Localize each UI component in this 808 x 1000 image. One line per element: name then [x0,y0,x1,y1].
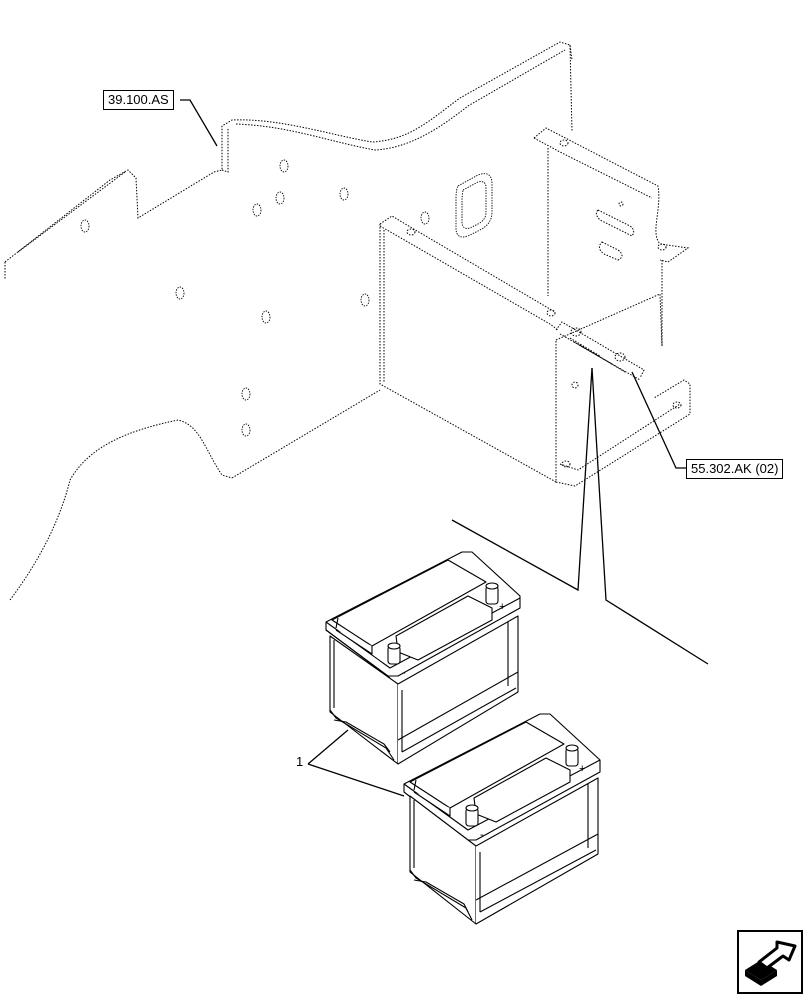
terminal-symbols: + - + - [402,601,585,841]
battery-lower [403,713,601,925]
chassis-frame [4,41,573,601]
lower-plus-symbol: + [579,763,585,775]
frame-reference-label[interactable]: 39.100.AS [103,90,174,110]
battery-support-box [379,127,691,487]
battery-upper [325,551,521,765]
frame-holes [80,159,493,437]
item-number-1: 1 [296,754,304,769]
next-page-arrow-icon[interactable] [737,930,803,994]
upper-plus-symbol: + [499,601,505,613]
leader-lines [180,99,709,797]
battery-support-reference-label[interactable]: 55.302.AK (02) [686,459,784,479]
upper-minus-symbol: - [402,667,406,679]
lower-minus-symbol: - [480,829,484,841]
